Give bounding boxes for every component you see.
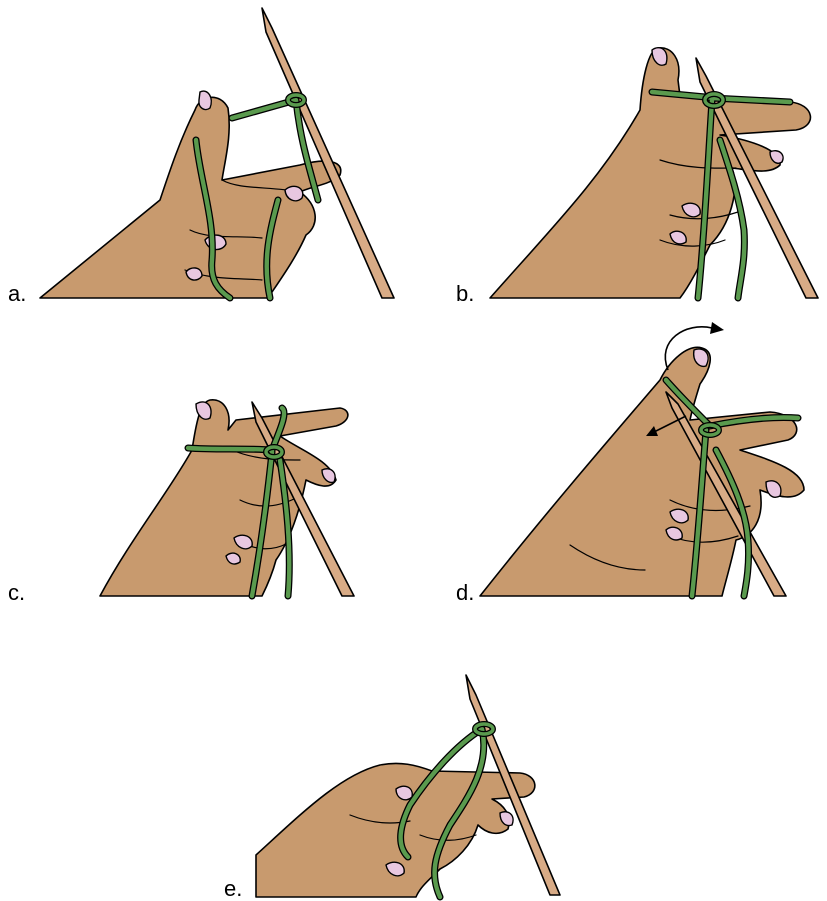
thumb-nail: [199, 91, 211, 109]
hand-illustration: [256, 763, 535, 897]
step-b-panel: b.: [420, 0, 827, 300]
step-c-panel: c.: [0, 300, 420, 600]
finger-nail: [766, 481, 781, 497]
step-c-label: c.: [8, 582, 25, 604]
step-d-illustration: [420, 300, 827, 600]
step-e-label: e.: [224, 878, 242, 900]
step-a-illustration: [0, 0, 420, 300]
step-e-panel: e.: [220, 665, 600, 900]
hand-illustration: [490, 48, 810, 298]
step-d-panel: d.: [420, 300, 827, 600]
step-c-illustration: [0, 300, 420, 600]
hand-illustration: [100, 400, 348, 596]
step-e-illustration: [220, 665, 600, 900]
step-a-panel: a.: [0, 0, 420, 300]
step-d-label: d.: [456, 582, 474, 604]
finger-nail: [186, 268, 202, 280]
step-b-illustration: [420, 0, 827, 300]
